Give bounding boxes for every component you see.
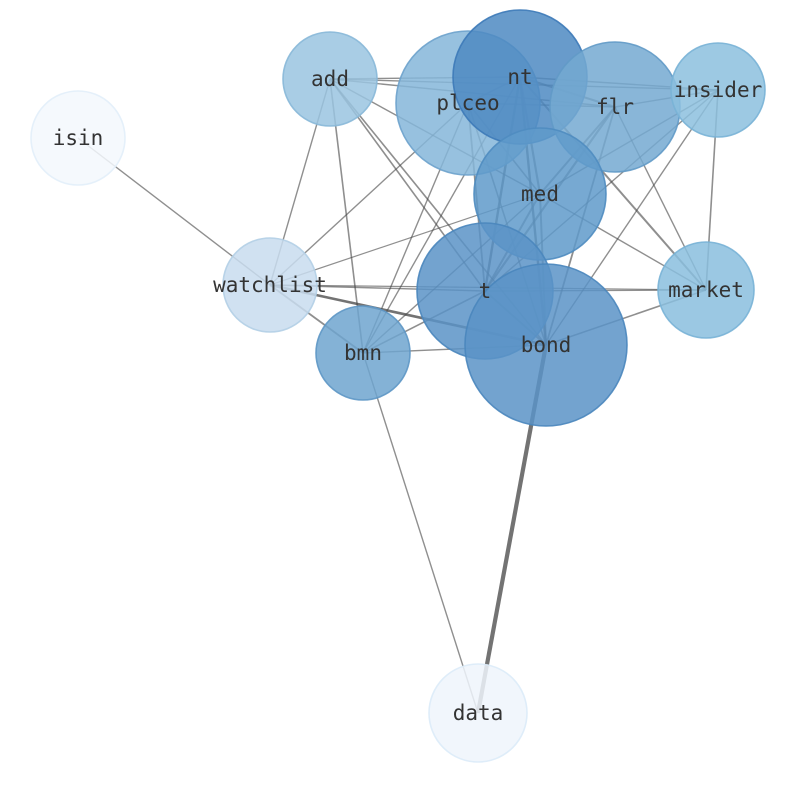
node-market [657,241,755,339]
node-label-nt: nt [507,65,532,89]
node-label-isin: isin [53,126,104,150]
node-label-market: market [668,278,744,302]
node-add [282,31,378,127]
node-label-add: add [311,67,349,91]
node-isin [30,90,126,186]
edge-bmn-data [362,352,479,714]
node-label-med: med [521,182,559,206]
node-data [428,663,528,763]
node-label-t: t [479,279,492,303]
node-label-bond: bond [521,333,572,357]
node-label-plceo: plceo [436,91,499,115]
node-label-flr: flr [596,95,634,119]
node-label-watchlist: watchlist [213,273,327,297]
node-bond [464,263,628,427]
node-insider [670,42,766,138]
node-label-data: data [453,701,504,725]
nodes-layer [30,9,766,763]
node-bmn [315,305,411,401]
node-label-insider: insider [674,78,763,102]
node-watchlist [222,237,318,333]
node-label-bmn: bmn [344,341,382,365]
